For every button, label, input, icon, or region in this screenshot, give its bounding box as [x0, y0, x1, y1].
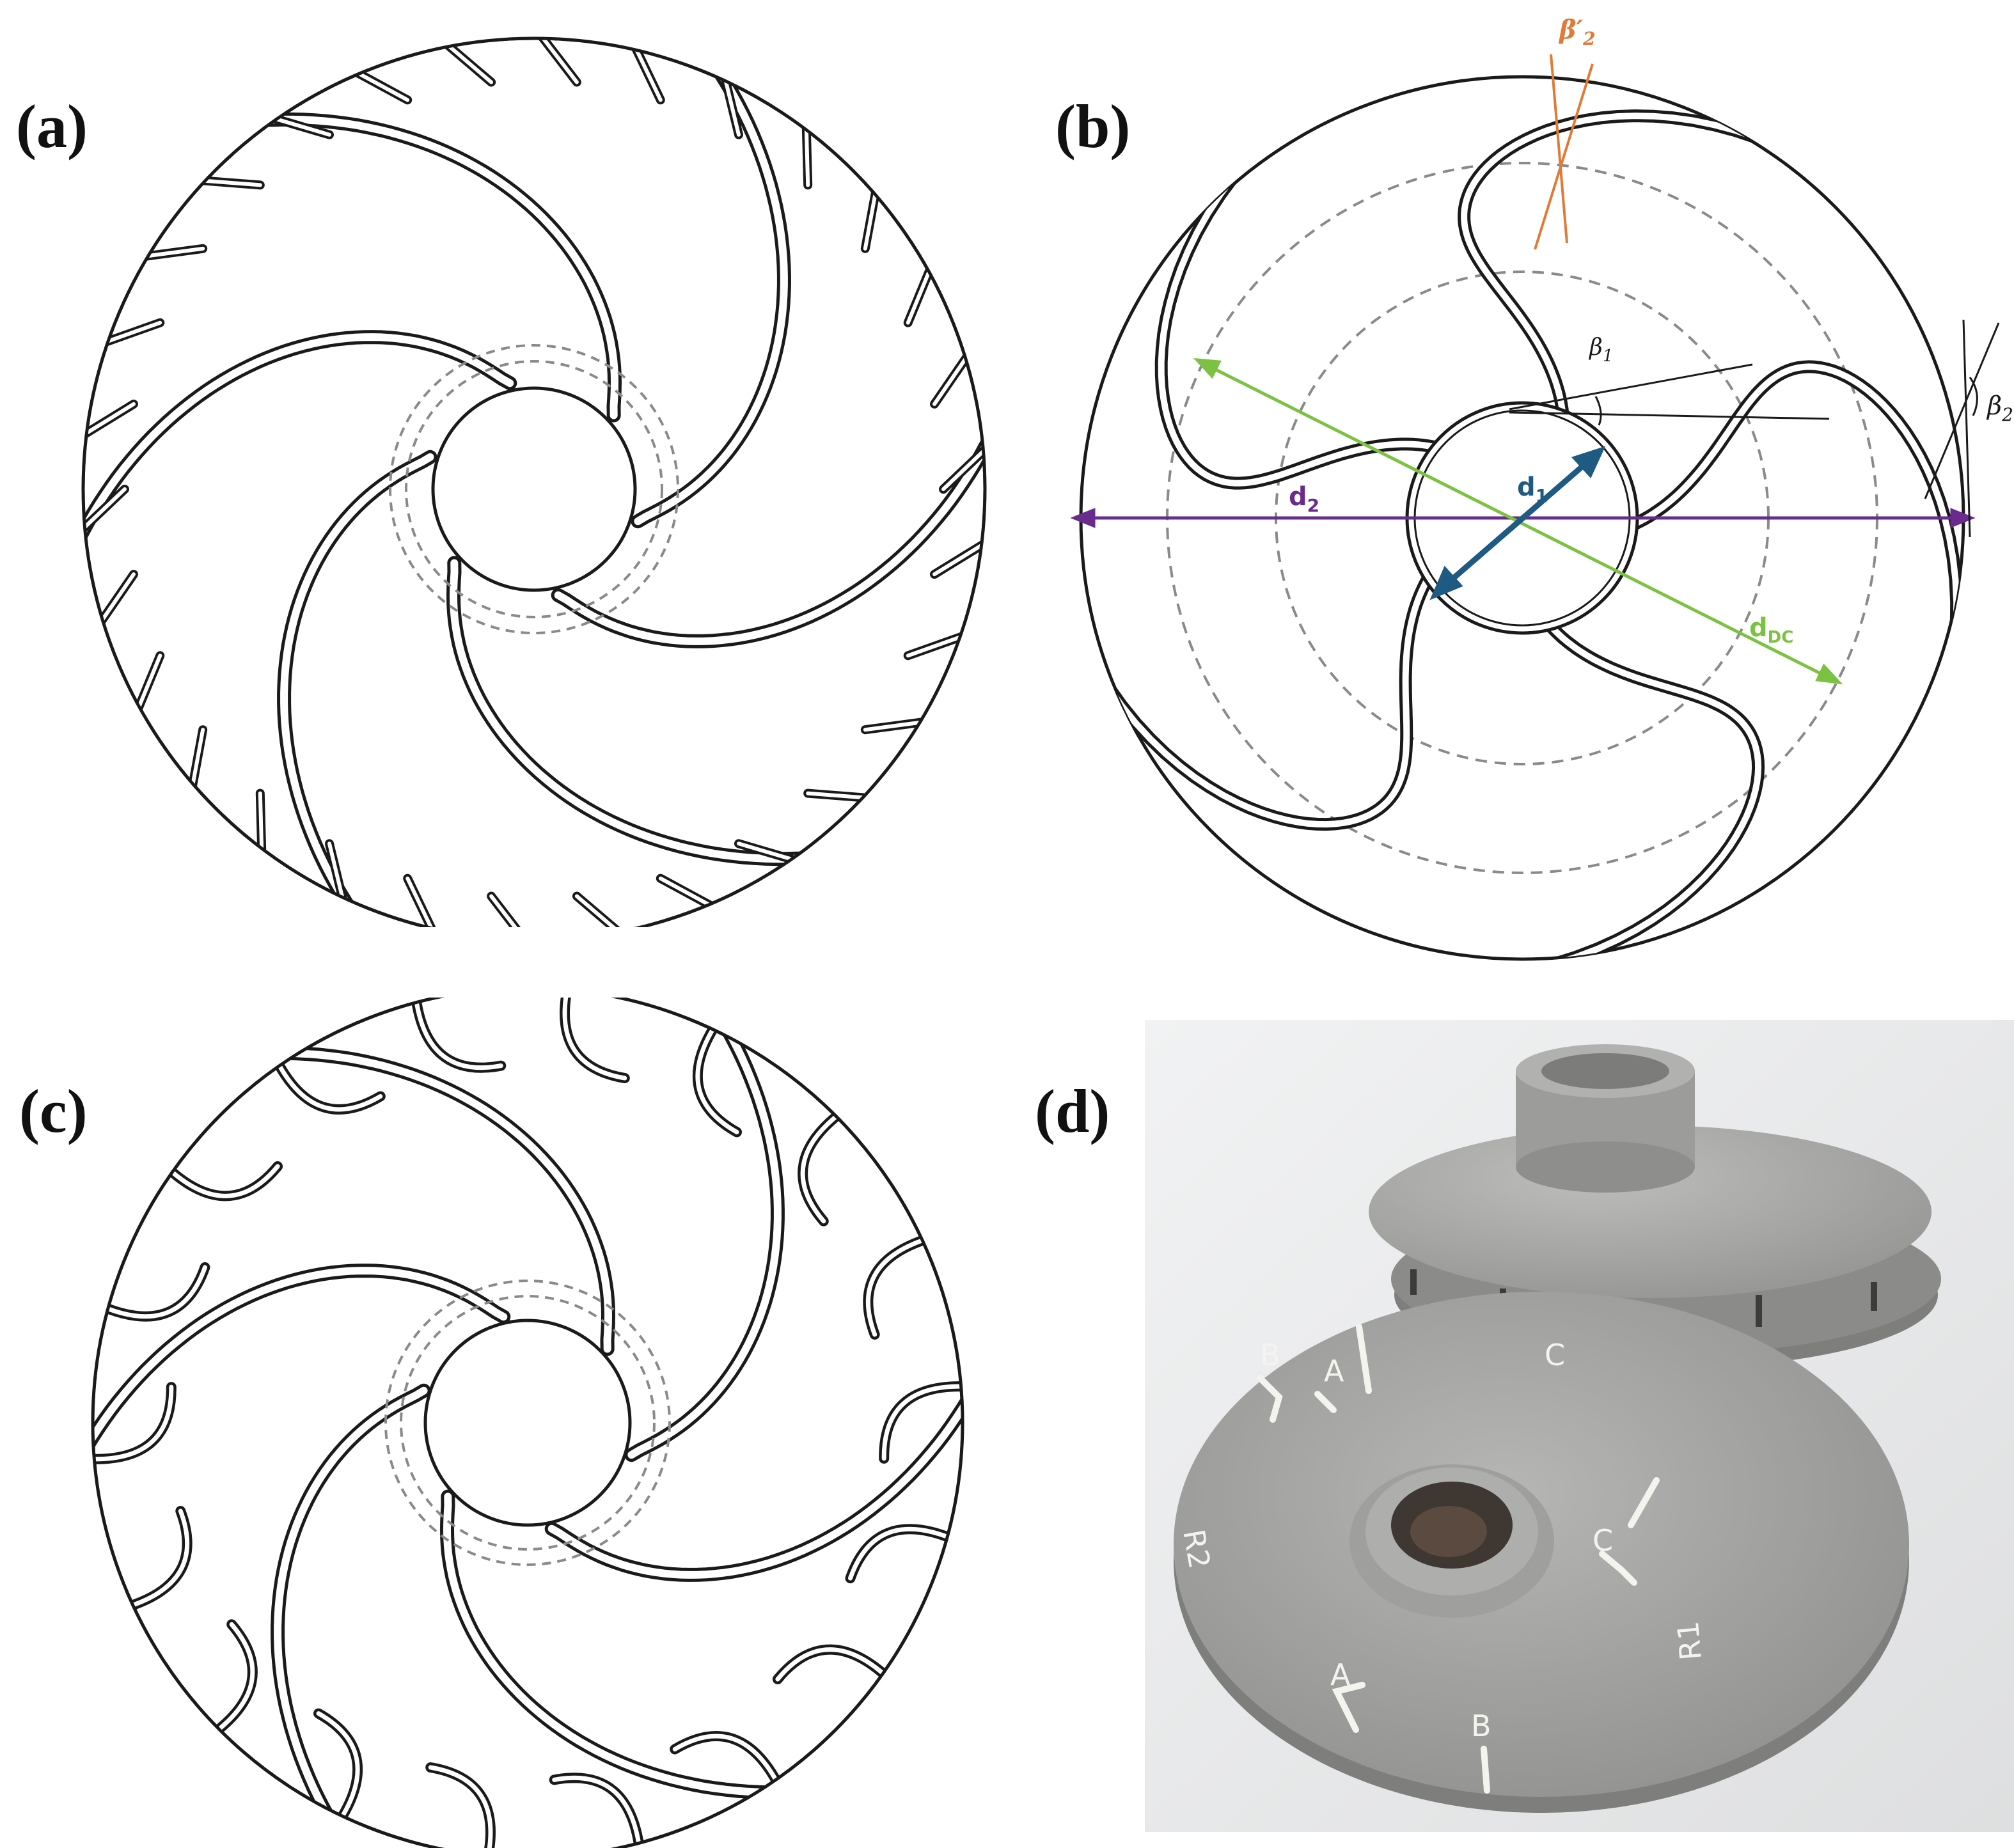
beta2p-label: β′2: [1558, 15, 1596, 49]
splitter-a-fill: [906, 266, 932, 325]
splitter-a-fill: [444, 42, 494, 84]
splitter-a-fill: [737, 842, 798, 863]
blade-a-fill: [634, 38, 788, 526]
splitter-a-fill: [539, 38, 579, 84]
splitter-c-fill: [881, 1384, 963, 1461]
splitter-a-fill: [258, 791, 264, 855]
splitter-a-fill: [405, 876, 436, 927]
d1-label: d1: [1517, 473, 1548, 506]
splitter-c-fill: [775, 1647, 895, 1685]
photo-mark-5: R1: [1671, 1620, 1708, 1662]
blade-a-fill: [83, 333, 514, 591]
blade-c-fill: [627, 998, 782, 1459]
splitter-a-fill: [906, 634, 966, 658]
splitter-c-fill: [118, 1508, 190, 1611]
splitter-a-fill: [83, 487, 127, 532]
blade-c-fill: [443, 1492, 854, 1797]
splitter-a-fill: [327, 842, 345, 904]
blade-b-fill: [1499, 623, 1762, 959]
impeller-c-icon: [91, 998, 964, 1848]
splitter-a-fill: [83, 402, 136, 437]
blade-b-fill: [1461, 113, 1810, 417]
panel-label-c: (c): [19, 1077, 88, 1145]
splitter-a-fill: [489, 894, 530, 927]
beta2-label: β2: [1986, 391, 2013, 425]
photo-mark-8: A: [1330, 1657, 1351, 1692]
splitter-a-fill: [941, 446, 985, 491]
splitter-c-fill: [206, 1622, 255, 1739]
blade-c-fill: [547, 1320, 963, 1579]
blade-c-fill: [274, 1386, 428, 1848]
splitter-a-fill: [271, 116, 331, 137]
photo-mark-2: A: [1324, 1354, 1344, 1388]
splitter-a-fill: [574, 894, 624, 927]
impeller-a-icon: [81, 36, 987, 927]
photo-mark-1: B: [1260, 1338, 1280, 1372]
blade-a-fill: [207, 115, 619, 419]
blade-c-fill: [201, 1049, 613, 1353]
beta2-lines: [1924, 319, 2000, 538]
photo-mark-6: B: [1471, 1709, 1491, 1743]
photo-mark-4: R2: [1176, 1527, 1217, 1572]
impeller-b-icon: d1 d2 dDC β1 β2 β′2: [1070, 15, 2013, 961]
beta1-label: β1: [1588, 334, 1613, 366]
splitter-c-fill: [93, 1265, 207, 1319]
splitter-a-fill: [723, 75, 741, 137]
panel-label-a: (a): [16, 92, 88, 161]
splitter-a-fill: [190, 728, 205, 790]
splitter-a-fill: [863, 188, 878, 251]
splitter-a-fill: [633, 44, 663, 102]
splitter-c-fill: [413, 998, 503, 1070]
splitter-c-fill: [271, 1052, 383, 1112]
splitter-a-fill: [932, 541, 985, 577]
blade-a-fill: [280, 453, 434, 927]
splitter-a-fill: [863, 720, 926, 732]
photo-mark-3: C: [1545, 1338, 1565, 1372]
dDC-label: dDC: [1749, 613, 1793, 647]
splitter-c-fill: [848, 1526, 962, 1581]
splitter-c-fill: [316, 1711, 360, 1829]
d1-arrow: [1429, 446, 1606, 600]
d2-label: d2: [1289, 482, 1319, 516]
splitter-a-fill: [804, 123, 810, 187]
photo-mark-7: C: [1593, 1523, 1613, 1558]
blade-b-fill: [1630, 363, 1960, 681]
blade-b-fill: [1081, 575, 1431, 828]
splitter-a-fill: [142, 246, 205, 258]
splitter-c-fill: [695, 1016, 739, 1134]
splitter-a-fill: [199, 178, 262, 187]
blade-a-fill: [554, 387, 985, 645]
splitter-c-fill: [93, 1384, 174, 1462]
splitter-a-fill: [932, 353, 970, 406]
beta1-lines: [1509, 363, 1830, 426]
splitter-c-fill: [552, 1775, 643, 1848]
splitter-c-fill: [865, 1234, 937, 1337]
blade-a-fill: [449, 559, 861, 863]
photo-d-icon: B A C R2 R1 B C A: [1145, 1020, 2014, 1832]
splitter-c-fill: [562, 998, 627, 1081]
splitter-a-fill: [98, 572, 136, 625]
beta2p-lines: [1534, 54, 1594, 250]
splitter-a-fill: [806, 791, 869, 800]
splitter-c-fill: [800, 1106, 849, 1224]
splitter-c-fill: [161, 1161, 280, 1198]
splitter-a-fill: [102, 320, 162, 345]
splitter-a-fill: [658, 876, 715, 909]
blade-c-fill: [93, 1267, 508, 1525]
panel-label-d: (d): [1035, 1077, 1110, 1145]
panel-label-b: (b): [1055, 92, 1131, 161]
splitter-a-fill: [353, 70, 410, 102]
splitter-a-fill: [136, 654, 162, 712]
splitter-c-fill: [672, 1734, 784, 1794]
